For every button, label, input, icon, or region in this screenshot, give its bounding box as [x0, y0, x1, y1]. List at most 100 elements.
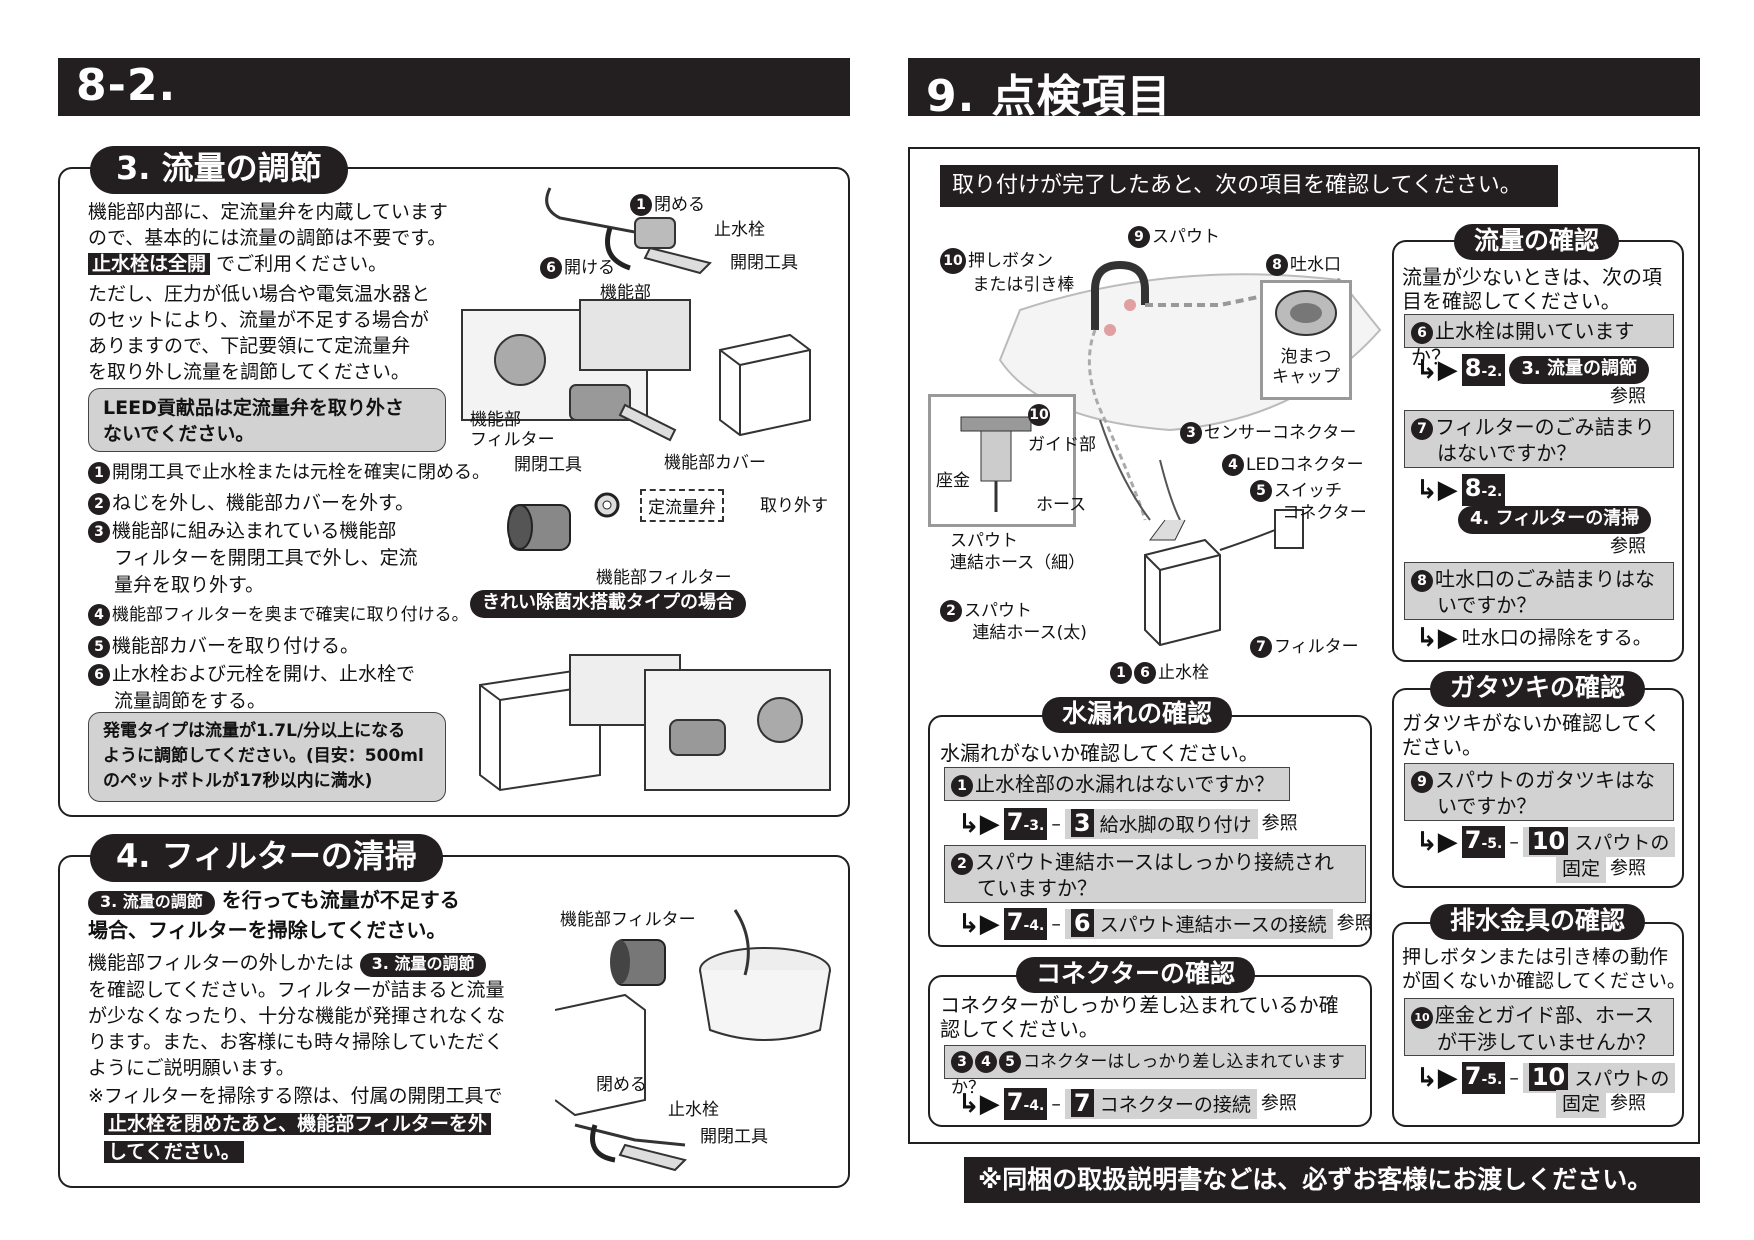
inspection-frame: [908, 147, 1700, 1144]
label-sec4-filter: 機能部フィルター: [560, 910, 696, 930]
arrow-icon: ↳▶: [1416, 1063, 1458, 1093]
sec3-para1-line2: ので、基本的には流量の調節は不要です。: [88, 227, 447, 249]
sec4-para-line2: を確認してください。フィルターが詰まると流量: [88, 979, 505, 1001]
drain-check-title: 排水金具の確認: [1430, 904, 1646, 940]
inspection-intro-bar: 取り付けが完了したあと、次の項目を確認してください。: [940, 165, 1558, 207]
connector-intro-1: コネクターがしっかり差し込まれているか確: [940, 993, 1339, 1017]
arrow-icon: ↳▶: [1416, 475, 1458, 505]
right-header-title: 9. 点検項目: [926, 71, 1172, 122]
sec3-para1-tail: でご利用ください。: [216, 253, 388, 275]
filter-cleaning-illustration: [555, 909, 831, 1172]
footer-notice: ※同梱の取扱説明書などは、必ずお客様にお渡しください。: [964, 1157, 1700, 1203]
drain-parts-icon: [960, 416, 1032, 512]
flow-ref1: ↳▶ 8-2. 3. 流量の調節: [1416, 354, 1649, 386]
flow-ref2: ↳▶ 8-2.: [1416, 474, 1506, 506]
aerator-icon: [1275, 290, 1337, 336]
arrow-icon: ↳▶: [958, 1089, 1000, 1119]
label-unit-filter-2: 機能部フィルター: [596, 568, 732, 588]
sec3-para1-line1: 機能部内部に、定流量弁を内蔵しています: [88, 201, 448, 223]
label-guide: 10: [1028, 404, 1052, 426]
arrow-icon: ↳▶: [958, 909, 1000, 939]
label-tool-2: 開閉工具: [514, 455, 582, 475]
connector-intro-2: 認してください。: [940, 1017, 1099, 1041]
label-remove: 取り外す: [760, 496, 828, 516]
left-header-title: 8-2.: [76, 60, 177, 111]
label-sec4-close: 閉める: [596, 1075, 647, 1095]
wobble-intro-2: ださい。: [1402, 735, 1482, 759]
label-unit-filter: 機能部フィルター: [470, 410, 555, 450]
ref-flow-adjust-pill-2: 3. 流量の調節: [359, 953, 487, 977]
sec4-note-line1: ※フィルターを掃除する際は、付属の開閉工具で: [88, 1085, 503, 1107]
valve-ring-icon: [594, 492, 620, 518]
drain-ref-line2: 固定参照: [1556, 1090, 1646, 1118]
arrow-icon: ↳▶: [1416, 623, 1458, 653]
filter-parts-illustration: [507, 504, 571, 551]
step-3-cont1: フィルターを開閉工具で外し、定流: [114, 547, 418, 569]
section-filter-cleaning-title: 4. フィルターの清掃: [90, 834, 443, 882]
sec4-para-line3: が少なくなったり、十分な機能が発揮されなくな: [88, 1005, 506, 1027]
sec3-para2-line1: ただし、圧力が低い場合や電気温水器と: [88, 283, 431, 305]
arrow-icon: ↳▶: [1416, 355, 1458, 385]
connector-ref: ↳▶ 7-4.– 7 コネクターの接続 参照: [958, 1088, 1297, 1120]
sec4-note-line3: してください。: [104, 1139, 244, 1165]
aerator-label: 泡まつキャップ: [1272, 347, 1340, 387]
label-seat: 座金: [936, 471, 970, 491]
flow-ref1-see: 参照: [1610, 386, 1646, 407]
wobble-ref-line2: 固定参照: [1556, 855, 1646, 883]
flow-ref3: ↳▶ 吐水口の掃除をする。: [1416, 623, 1652, 653]
leed-warning-box: LEED貢献品は定流量弁を取り外さ ないでください。: [88, 388, 446, 452]
label-hose: ホース: [1036, 495, 1087, 515]
generator-type-note: 発電タイプは流量が1.7L/分以上になる ように調節してください。(目安：500…: [88, 712, 446, 802]
aerator-inset: 泡まつキャップ: [1260, 280, 1352, 400]
drain-inset: [928, 394, 1076, 527]
drain-intro-2: が固くないか確認してください。: [1402, 970, 1686, 992]
clean-water-unit-illustration: [479, 654, 831, 792]
section-flow-adjust-title: 3. 流量の調節: [90, 146, 348, 194]
label-guide-text: ガイド部: [1028, 435, 1096, 455]
sec4-para-line5: ようにご説明願います。: [88, 1057, 295, 1079]
stopcock-illustration: [545, 187, 712, 275]
label-spout-hose-thin: スパウト連結ホース（細）: [950, 531, 1086, 573]
wobble-check-title: ガタツキの確認: [1430, 671, 1646, 707]
flow-intro-1: 流量が少ないときは、次の項: [1402, 265, 1662, 289]
sec4-para-line4: ります。また、お客様にも時々掃除していただく: [88, 1031, 504, 1053]
flow-intro-2: 目を確認してください。: [1402, 289, 1621, 313]
leed-line2: ないでください。: [103, 423, 255, 445]
label-tool: 開閉工具: [730, 253, 798, 273]
stopcock-full-open-highlight: 止水栓は全開: [88, 253, 211, 275]
right-header-bar: 9. 点検項目: [908, 58, 1700, 122]
leak-ref1: ↳▶ 7-3.– 3 給水脚の取り付け 参照: [958, 808, 1298, 840]
note-line3: のペットボトルが17秒以内に満水): [103, 771, 373, 791]
ref-flow-adjust-pill: 3. 流量の調節: [88, 891, 215, 915]
sec4-note-line2: 止水栓を閉めたあと、機能部フィルターを外: [104, 1111, 491, 1137]
sec4-lead-line1: 3. 流量の調節 を行っても流量が不足する: [88, 887, 460, 915]
leak-check-title: 水漏れの確認: [1042, 697, 1233, 733]
arrow-icon: ↳▶: [958, 809, 1000, 839]
unit-disassembly-illustration: [461, 299, 811, 442]
leak-intro: 水漏れがないか確認してください。: [940, 741, 1259, 765]
label-stopcock: 止水栓: [714, 220, 765, 240]
label-unit: 機能部: [600, 283, 651, 303]
